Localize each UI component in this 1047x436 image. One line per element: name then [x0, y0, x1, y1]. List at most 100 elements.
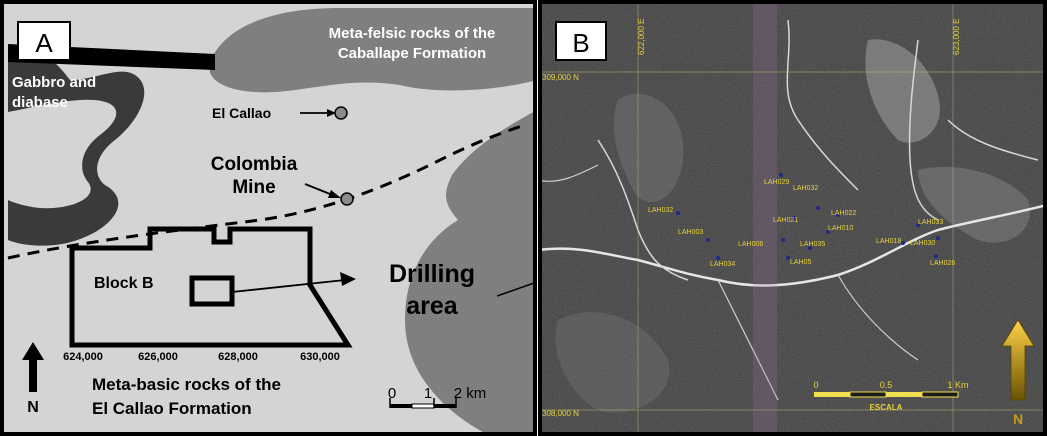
cleared-area-3: [918, 166, 1030, 243]
panel-b-letter-box: [555, 21, 607, 61]
sat-scale-seg-3: [886, 392, 922, 397]
drill-hole-point: [826, 230, 830, 234]
road-8: [538, 164, 599, 182]
colombia-arrow-head: [328, 190, 341, 198]
gabbro-label-1: Gabbro and: [12, 74, 96, 91]
road-7: [837, 274, 919, 361]
dashed-contact: [7, 123, 526, 260]
road-4: [908, 39, 939, 221]
sat-scale-seg-2: [849, 391, 887, 398]
drilling-label-2: area: [406, 292, 459, 320]
main-road: [538, 203, 1047, 287]
satellite-svg: 309,000 N 622,000 E 623,000 E 308,000 N …: [538, 0, 1047, 436]
metabasic-inlier: [8, 99, 117, 209]
block-b-outline: [69, 226, 353, 348]
drill-label: LAH010: [828, 225, 853, 232]
drill-hole-point: [706, 238, 710, 242]
road-5: [947, 119, 1039, 161]
panel-b-satellite: 309,000 N 622,000 E 623,000 E 308,000 N …: [538, 0, 1047, 436]
panel-b-frame: [538, 0, 1047, 436]
metabasic-label-1: Meta-basic rocks of the: [92, 375, 281, 394]
drill-label: LAH026: [930, 260, 955, 267]
metafelsic-label-1: Meta-felsic rocks of the: [329, 25, 496, 42]
panel-a-geologic-map: A Meta-felsic rocks of the Caballape For…: [0, 0, 537, 436]
drill-hole-point: [836, 213, 840, 217]
drill-label: LAH05: [790, 259, 812, 266]
el-callao-marker: [334, 106, 348, 120]
drill-hole-point: [676, 211, 680, 215]
drilling-area-box: [189, 275, 235, 307]
coord-tick-626000: 626,000: [138, 351, 178, 363]
geologic-map-svg: A Meta-felsic rocks of the Caballape For…: [0, 0, 537, 436]
sat-scale-seg-4: [921, 391, 959, 398]
drill-label: LAH035: [800, 241, 825, 248]
colombia-label-2: Mine: [232, 177, 275, 198]
gabbro-label-2: diabase: [12, 94, 68, 111]
drill-hole-point: [716, 256, 720, 260]
sat-north-letter: N: [1013, 411, 1023, 427]
connector-line: [496, 281, 537, 297]
purple-band: [753, 0, 777, 436]
sat-scale-seg-1: [814, 392, 850, 397]
panel-a-letter-box: [17, 21, 71, 61]
grid-label-309000n: 309,000 N: [542, 73, 579, 82]
colombia-label-1: Colombia: [211, 154, 298, 175]
drilling-arrow-line: [231, 279, 346, 293]
drill-hole-point: [816, 206, 820, 210]
drill-hole-point: [792, 216, 796, 220]
panel-a-letter: A: [35, 28, 53, 58]
sat-scale-label-0: 0: [813, 380, 818, 390]
drill-holes: [676, 173, 940, 260]
el-callao-label: El Callao: [212, 105, 271, 121]
el-callao-arrow-head: [327, 109, 336, 117]
scale-label-1: 1: [424, 385, 432, 402]
drill-label: LAH003: [678, 229, 703, 236]
coord-tick-628000: 628,000: [218, 351, 258, 363]
sat-north-arrow-icon: [1001, 319, 1035, 401]
metafelsic-unit-north: [209, 8, 537, 93]
coord-tick-630000: 630,000: [300, 351, 340, 363]
drill-hole-point: [779, 173, 783, 177]
cleared-area-2: [613, 93, 684, 203]
drill-hole-point: [781, 238, 785, 242]
drill-label: LAH022: [831, 210, 856, 217]
sat-scale-label-05: 0.5: [880, 380, 893, 390]
drill-label: LAH033: [918, 219, 943, 226]
drilling-label-1: Drilling: [389, 260, 475, 288]
drill-label: LAH006: [738, 241, 763, 248]
grid-label-623000e: 623,000 E: [952, 19, 961, 55]
scale-seg-2: [411, 403, 435, 409]
sat-scale-label-1km: 1 Km: [947, 380, 968, 390]
cleared-area-1: [865, 39, 940, 143]
drill-hole-point: [936, 236, 940, 240]
north-arrow-icon: [22, 342, 44, 392]
metafelsic-unit-east: [405, 110, 537, 436]
scale-seg-1: [390, 404, 412, 408]
drill-hole-point: [901, 241, 905, 245]
north-letter-a: N: [27, 399, 39, 416]
drill-label: LAH029: [764, 179, 789, 186]
drill-hole-point: [808, 246, 812, 250]
coord-tick-624000: 624,000: [63, 351, 103, 363]
road-6: [717, 279, 779, 401]
drill-label: LAH032: [648, 207, 673, 214]
sat-scale-title: ESCALA: [870, 403, 903, 412]
grid-label-622000e: 622,000 E: [637, 19, 646, 55]
scale-label-0: 0: [388, 385, 396, 402]
cleared-area-4: [555, 312, 670, 413]
colombia-mine-marker: [340, 192, 354, 206]
drill-label: LAH030: [910, 240, 935, 247]
metafelsic-label-2: Caballape Formation: [338, 45, 486, 62]
grid-label-308000n: 308,000 N: [542, 409, 579, 418]
drill-hole-point: [934, 254, 938, 258]
drill-label: LAH018: [876, 238, 901, 245]
panel-a-frame: [0, 0, 537, 436]
drill-hole-point: [786, 256, 790, 260]
road-3: [786, 19, 859, 191]
scale-seg-3: [434, 404, 456, 408]
panel-b-letter: B: [572, 28, 589, 58]
drill-hole-point: [916, 223, 920, 227]
drill-label: LAH032: [793, 185, 818, 192]
scale-label-2: 2 km: [454, 385, 487, 402]
drill-label: LAH021: [773, 217, 798, 224]
